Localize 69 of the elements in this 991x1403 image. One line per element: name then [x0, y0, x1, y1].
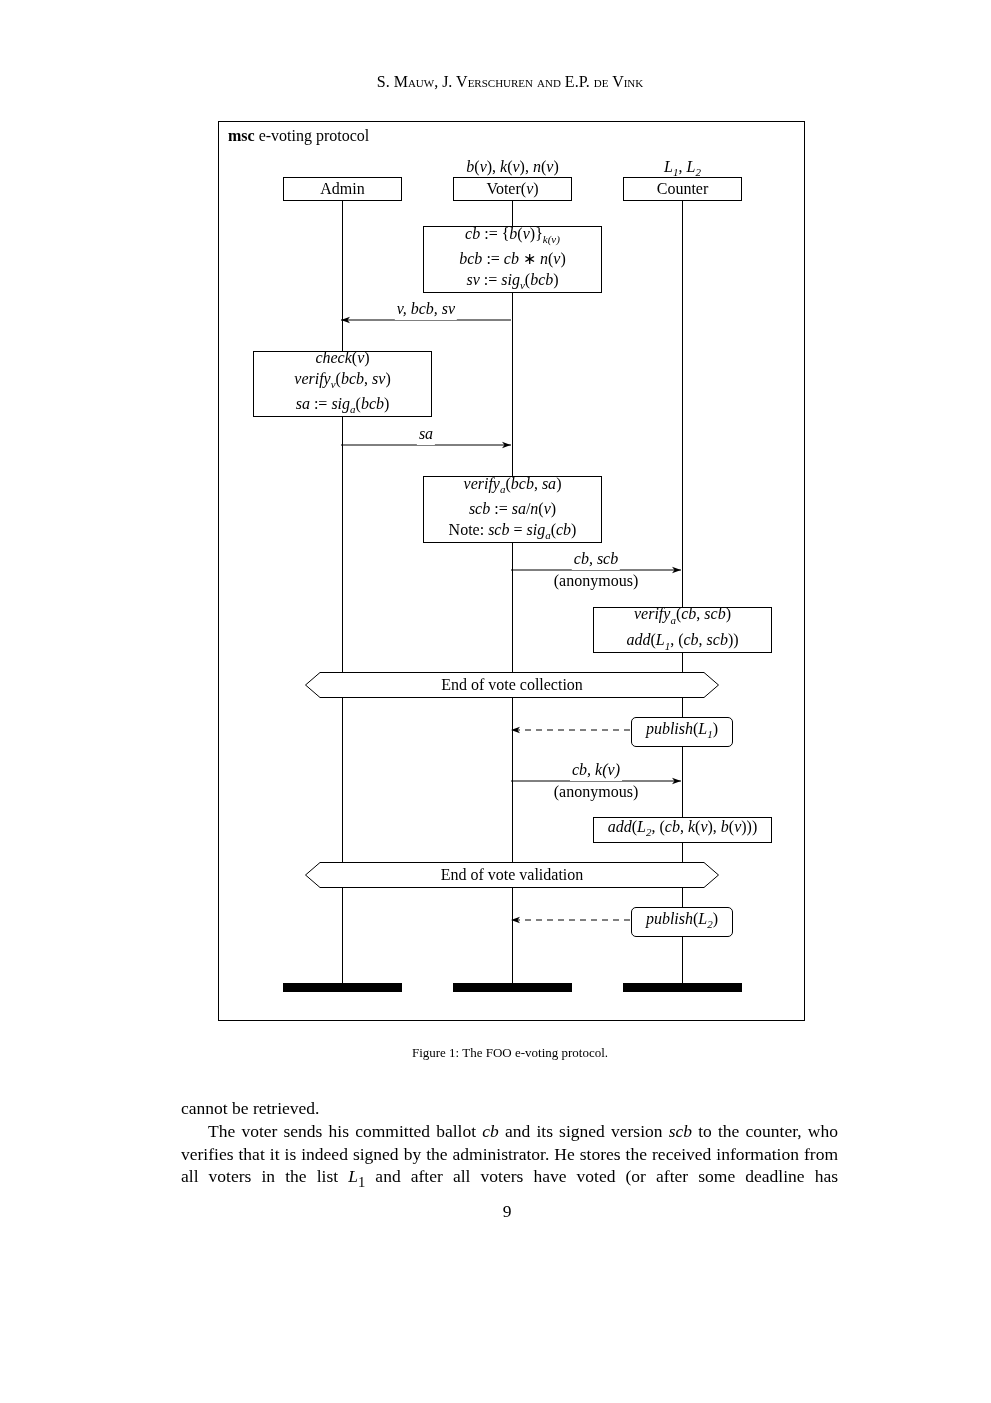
- action-box: [593, 607, 772, 653]
- message-label: cb, k(v): [570, 760, 622, 781]
- condition-text: End of vote validation: [440, 864, 584, 885]
- action-text: Note: scb = sig$_{a}$(cb): [448, 519, 577, 543]
- message-note: (anonymous): [553, 572, 639, 590]
- lifeline: [341, 888, 343, 983]
- action-text: publish(L$_{2}$): [645, 909, 719, 933]
- action-text: cb := {b(v)}$_{k(v)}$: [465, 223, 560, 247]
- instance-name: Counter: [656, 178, 709, 199]
- lifeline: [341, 698, 343, 862]
- action-text: add(L$_{2}$, (cb, k(v), b(v))): [607, 817, 758, 841]
- lifeline: [511, 293, 513, 476]
- lifeline: [341, 417, 343, 672]
- message-arrow: [340, 316, 512, 324]
- instance-end-bar: [453, 983, 572, 992]
- condition-hexagon: [305, 862, 719, 888]
- instance-name: Voter(v): [486, 178, 539, 200]
- lifeline: [681, 888, 683, 907]
- condition-hexagon: [305, 672, 719, 698]
- instance-variables: b(v), k(v), n(v): [465, 157, 560, 178]
- running-header: S. Mauw, J. Verschuren and E.P. de Vink: [376, 73, 644, 91]
- rounded-action-box: [631, 907, 733, 937]
- body-paragraph: The voter sends his committed ballot cb and its signed version scb to the counter, who verifies that it is indeed signed by the administrator. He stores the received information from all voters in the list L$_{1}$ and after all voters have voted (or after some deadline has: [181, 1120, 838, 1192]
- instance-end-bar: [623, 983, 742, 992]
- action-text: scb := sa/n(v): [468, 499, 557, 520]
- instance-head-box: [283, 177, 402, 201]
- action-box: [423, 226, 602, 293]
- lifeline: [511, 888, 513, 983]
- lifeline: [511, 201, 513, 226]
- lifeline: [681, 747, 683, 817]
- action-box: [253, 351, 432, 417]
- action-text: verify$_{a}$(bcb, sa): [463, 473, 562, 497]
- action-box: [423, 476, 602, 543]
- message-label: v, bcb, sv: [394, 299, 458, 320]
- lifeline: [681, 937, 683, 983]
- message-arrow: [510, 777, 682, 785]
- condition-text: End of vote collection: [441, 674, 583, 695]
- lifeline: [511, 543, 513, 672]
- instance-end-bar: [283, 983, 402, 992]
- message-arrow: [340, 441, 512, 449]
- figure-caption: Figure 1: The FOO e-voting protocol.: [411, 1045, 609, 1061]
- lifeline: [681, 653, 683, 672]
- message-label: cb, scb: [571, 549, 621, 570]
- message-arrow: [510, 566, 682, 574]
- lifeline: [681, 698, 683, 717]
- frame-box: [218, 121, 805, 1021]
- action-text: sv := sig$_{v}$(bcb): [466, 269, 559, 293]
- action-box: [593, 817, 772, 843]
- body-paragraph: cannot be retrieved.: [181, 1097, 321, 1120]
- instance-head-box: [453, 177, 572, 201]
- frame-title: msc e-voting protocol: [228, 126, 370, 147]
- action-text: add(L$_{1}$, (cb, scb)): [626, 630, 739, 654]
- action-text: check(v): [315, 348, 370, 369]
- action-text: verify$_{a}$(cb, scb): [634, 604, 731, 628]
- message-note: (anonymous): [553, 783, 639, 801]
- action-text: publish(L$_{1}$): [645, 719, 719, 743]
- instance-head-box: [623, 177, 742, 201]
- message-arrow: [510, 916, 631, 924]
- message-arrow: [510, 726, 631, 734]
- lifeline: [681, 201, 683, 607]
- action-text: sa := sig$_{a}$(bcb): [295, 394, 390, 418]
- action-text: verify$_{v}$(bcb, sv): [294, 368, 391, 392]
- lifeline: [511, 698, 513, 862]
- instance-name: Admin: [320, 178, 365, 199]
- lifeline: [341, 201, 343, 351]
- lifeline: [681, 843, 683, 862]
- instance-variables: L$_{1}$, L$_{2}$: [663, 157, 702, 181]
- action-text: bcb := cb ∗ n(v): [459, 249, 566, 270]
- rounded-action-box: [631, 717, 733, 747]
